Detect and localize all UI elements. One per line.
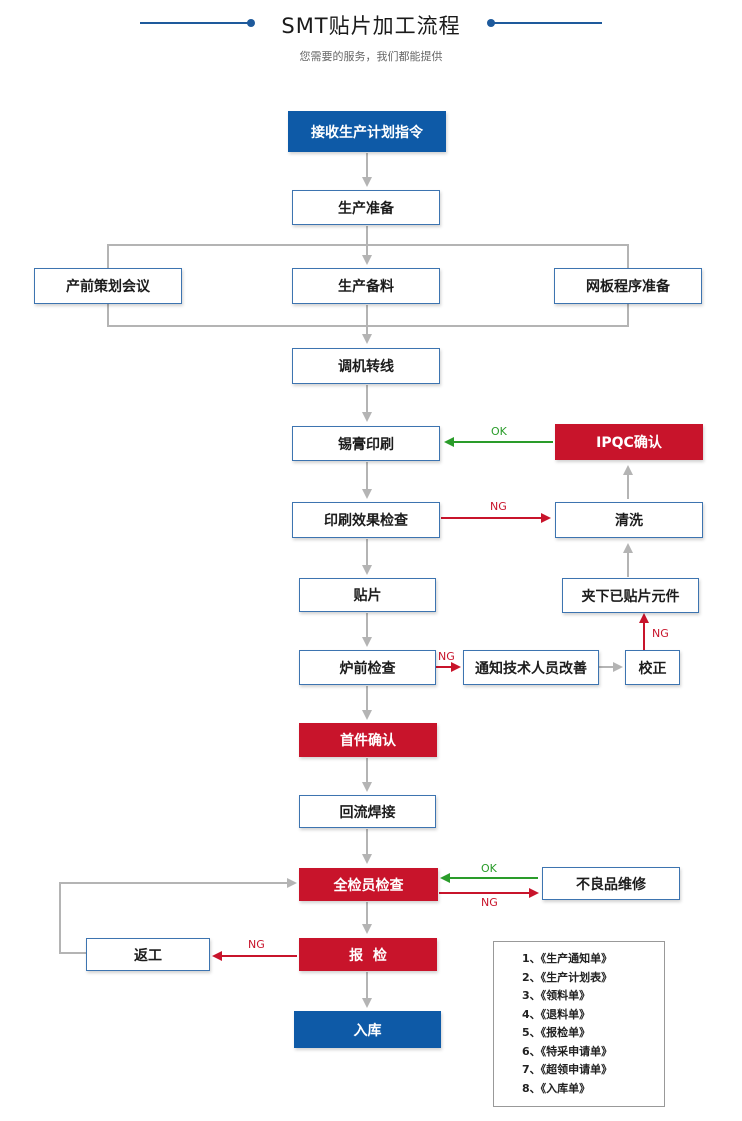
node-material-prep: 生产备料 xyxy=(292,268,440,304)
legend-item: 2、《生产计划表》 xyxy=(522,970,613,984)
label-ng-report: NG xyxy=(248,938,265,951)
branch-bottom xyxy=(107,304,629,327)
legend-item: 5、《报检单》 xyxy=(522,1026,591,1039)
page-title: SMT贴片加工流程 xyxy=(281,14,461,38)
node-print-inspection: 印刷效果检查 xyxy=(292,502,440,538)
node-receive-plan: 接收生产计划指令 xyxy=(288,111,446,152)
node-notify-technician: 通知技术人员改善 xyxy=(463,650,599,685)
node-reflow-soldering: 回流焊接 xyxy=(299,795,436,828)
legend-item: 6、《特采申请单》 xyxy=(522,1044,613,1058)
header-left-dot xyxy=(247,19,255,27)
arrow-rework-to-full xyxy=(59,878,297,954)
node-rework: 返工 xyxy=(86,938,210,971)
branch-top xyxy=(107,244,629,268)
node-correction: 校正 xyxy=(625,650,680,685)
node-remove-components: 夹下已贴片元件 xyxy=(562,578,699,613)
legend-item: 7、《超领申请单》 xyxy=(522,1063,613,1076)
label-ng-prereflow: NG xyxy=(438,650,455,663)
header-right-dot xyxy=(487,19,495,27)
page-subtitle: 您需要的服务，我们都能提供 xyxy=(299,50,443,63)
legend-item: 4、《退料单》 xyxy=(522,1007,591,1021)
header-left-line xyxy=(140,22,250,24)
node-defect-repair: 不良品维修 xyxy=(542,867,680,900)
node-warehousing: 入库 xyxy=(294,1011,441,1048)
node-report-inspection: 报 检 xyxy=(299,938,437,971)
label-ng-correction: NG xyxy=(652,627,669,640)
label-ng-full-inspection: NG xyxy=(481,896,498,909)
node-preproduction-meeting: 产前策划会议 xyxy=(34,268,182,304)
node-solder-paste-printing: 锡膏印刷 xyxy=(292,426,440,461)
node-placement: 贴片 xyxy=(299,578,436,612)
node-stencil-program-prep: 网板程序准备 xyxy=(554,268,702,304)
node-pre-reflow-inspection: 炉前检查 xyxy=(299,650,436,685)
node-full-inspection: 全检员检查 xyxy=(299,868,438,901)
legend-item: 8、《入库单》 xyxy=(522,1081,591,1095)
node-machine-setup: 调机转线 xyxy=(292,348,440,384)
header-right-line xyxy=(492,22,602,24)
label-ok-ipqc: OK xyxy=(491,425,507,438)
label-ng-print: NG xyxy=(490,500,507,513)
label-ok-repair: OK xyxy=(481,862,497,875)
documents-legend: 1、《生产通知单》 2、《生产计划表》 3、《领料单》 4、《退料单》 5、《报… xyxy=(493,941,665,1107)
node-production-prep: 生产准备 xyxy=(292,190,440,225)
node-ipqc-confirm: IPQC确认 xyxy=(555,424,703,460)
legend-item: 3、《领料单》 xyxy=(522,989,591,1002)
node-first-article: 首件确认 xyxy=(299,723,437,757)
legend-item: 1、《生产通知单》 xyxy=(522,952,613,965)
node-cleaning: 清洗 xyxy=(555,502,703,538)
